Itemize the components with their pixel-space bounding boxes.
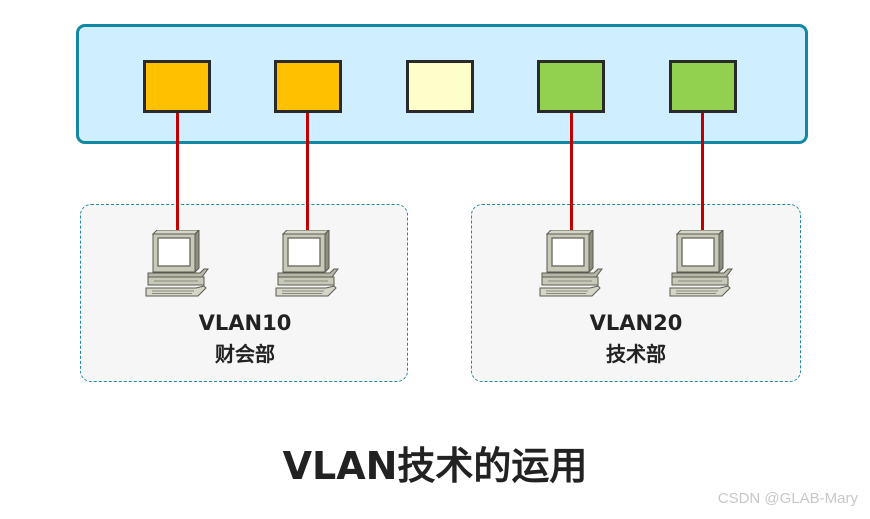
- cable-port-2: [306, 113, 309, 233]
- vlan10-group: [80, 204, 408, 382]
- vlan20-department: 技术部: [606, 342, 666, 366]
- pc-icon: [539, 230, 603, 297]
- vlan10-department: 财会部: [215, 342, 275, 366]
- vlan20-label: VLAN20: [589, 311, 683, 335]
- switch-port-4: [537, 60, 605, 113]
- cable-port-1: [176, 113, 179, 233]
- watermark: CSDN @GLAB-Mary: [717, 490, 858, 507]
- cable-port-5: [701, 113, 704, 233]
- switch-port-2: [274, 60, 342, 113]
- pc-icon: [275, 230, 339, 297]
- switch-port-3: [406, 60, 474, 113]
- pc-icon: [669, 230, 733, 297]
- vlan20-group: [471, 204, 801, 382]
- vlan10-label: VLAN10: [198, 311, 292, 335]
- switch-port-5: [669, 60, 737, 113]
- cable-port-4: [570, 113, 573, 233]
- pc-icon: [145, 230, 209, 297]
- switch-port-1: [143, 60, 211, 113]
- diagram-title: VLAN技术的运用: [282, 444, 588, 488]
